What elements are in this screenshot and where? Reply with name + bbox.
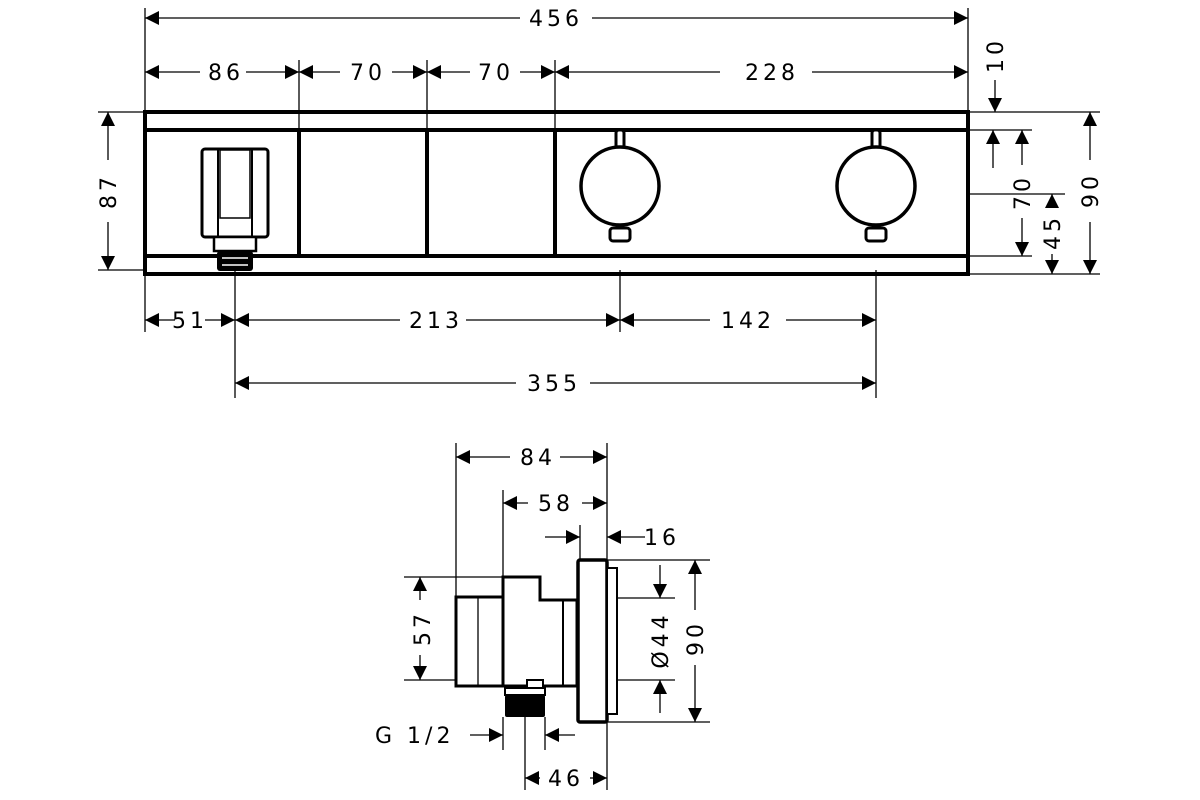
dim-body-height: 57 — [411, 610, 436, 646]
dim-top-offset: 10 — [984, 37, 1009, 73]
dim-thread-offset: 46 — [548, 767, 584, 792]
dim-diameter: Ø44 — [649, 611, 674, 668]
dim-outlet-offset: 51 — [172, 309, 208, 334]
dim-segment-2: 70 — [350, 61, 386, 86]
volume-knob — [835, 128, 917, 243]
dim-depth-body: 58 — [538, 492, 574, 517]
dim-overall-width: 456 — [529, 7, 583, 32]
dim-inner-height: 70 — [1011, 174, 1036, 210]
dim-segment-4: 228 — [745, 61, 799, 86]
thread-icon — [505, 695, 545, 717]
thread-label: G 1/2 — [375, 724, 454, 749]
dim-height-left: 87 — [97, 173, 122, 209]
thermostat-knob — [579, 128, 661, 243]
dim-outlet-to-knob: 213 — [409, 309, 463, 334]
dim-segment-1: 86 — [208, 61, 244, 86]
dim-plate-thickness: 16 — [644, 526, 680, 551]
dim-depth-total: 84 — [520, 446, 556, 471]
top-view: 456 86 70 70 228 51 213 142 355 87 10 — [97, 7, 1104, 398]
dim-segment-3: 70 — [478, 61, 514, 86]
dim-knob-spacing: 142 — [721, 309, 775, 334]
dim-overall-height: 90 — [1079, 172, 1104, 208]
side-view: 84 58 16 57 Ø44 90 G 1/2 46 — [375, 443, 710, 792]
shower-outlet — [200, 147, 270, 271]
dim-outlet-to-knob2: 355 — [527, 372, 581, 397]
dim-plate-height: 90 — [684, 620, 709, 656]
dim-knob-center-height: 45 — [1041, 214, 1066, 250]
